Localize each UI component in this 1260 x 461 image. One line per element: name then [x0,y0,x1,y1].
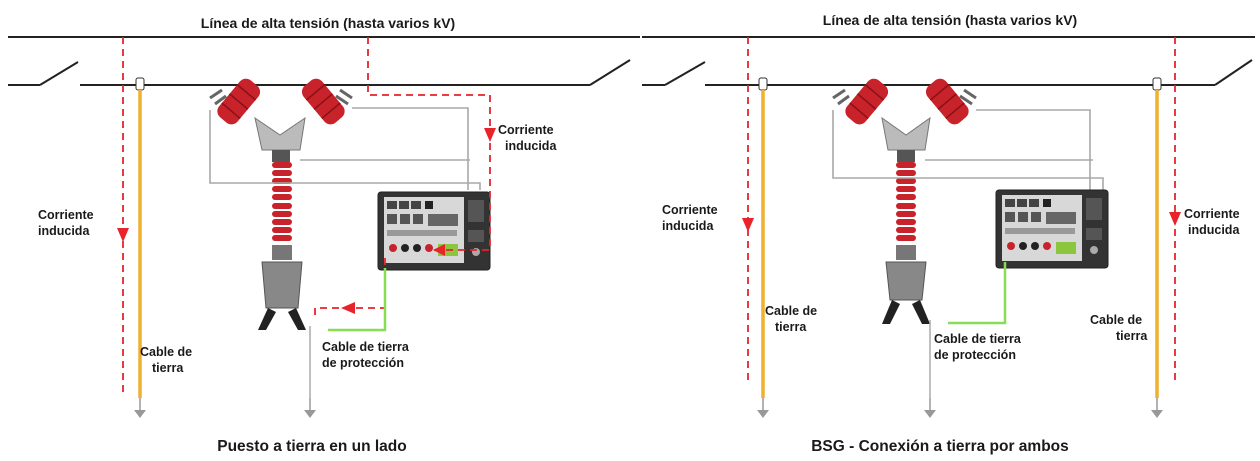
ground-icon [1150,397,1164,419]
protective-earth-label: Cable de tierra [934,332,1022,346]
induced-current-loop [367,37,491,251]
ground-icon [756,397,770,419]
hv-line-label: Línea de alta tensión (hasta varios kV) [823,12,1077,28]
test-lead [352,107,469,190]
protective-earth-label: Cable de tierra [322,340,410,354]
test-set-icon [995,189,1109,269]
test-set-icon [377,191,491,271]
test-lead [209,110,481,190]
protective-earth-label: de protección [322,356,404,370]
hv-line-label: Línea de alta tensión (hasta varios kV) [201,15,455,31]
arrow-down-icon [484,128,496,142]
switch-icon [39,61,79,86]
induced-current-label: Corriente [1184,207,1240,221]
earth-cable-label: tierra [1116,329,1148,343]
protective-earth-wire [328,268,387,332]
caption-right: BSG - Conexión a tierra por ambos [811,438,1069,455]
earth-cable-label: tierra [152,361,184,375]
clamp-icon [135,77,145,91]
clamp-icon [758,77,768,91]
switch-icon [1214,59,1253,86]
earth-cable-label: Cable de [140,345,192,359]
test-lead [976,109,1091,190]
earth-cable-label: tierra [775,320,807,334]
induced-current-label: inducida [505,139,557,153]
caption-left: Puesto a tierra en un lado [217,438,407,455]
switch-icon [664,61,706,86]
arrow-left-icon [433,244,445,256]
earth-cable-label: Cable de [1090,313,1142,327]
protective-earth-label: de protección [934,348,1016,362]
induced-current-label: Corriente [38,208,94,222]
breaker-icon [832,78,977,324]
right-panel: Línea de alta tensión (hasta varios kV) … [642,12,1255,455]
breaker-icon [209,78,353,330]
switch-icon [589,59,631,86]
test-lead [832,110,1104,190]
arrow-down-icon [1169,212,1181,226]
protective-earth-wire [948,262,1007,325]
induced-current-label: Corriente [662,203,718,217]
arrow-left-icon [341,302,355,314]
induced-current-label: Corriente [498,123,554,137]
earth-cable-label: Cable de [765,304,817,318]
ground-icon [303,397,317,419]
arrow-down-icon [742,218,754,232]
ground-icon [923,397,937,419]
induced-current-label: inducida [662,219,714,233]
clamp-icon [1152,77,1162,91]
ground-icon [133,397,147,419]
left-panel: Línea de alta tensión (hasta varios kV) … [8,15,640,455]
arrow-down-icon [117,228,129,242]
induced-current-label: inducida [1188,223,1240,237]
induced-current-label: inducida [38,224,90,238]
